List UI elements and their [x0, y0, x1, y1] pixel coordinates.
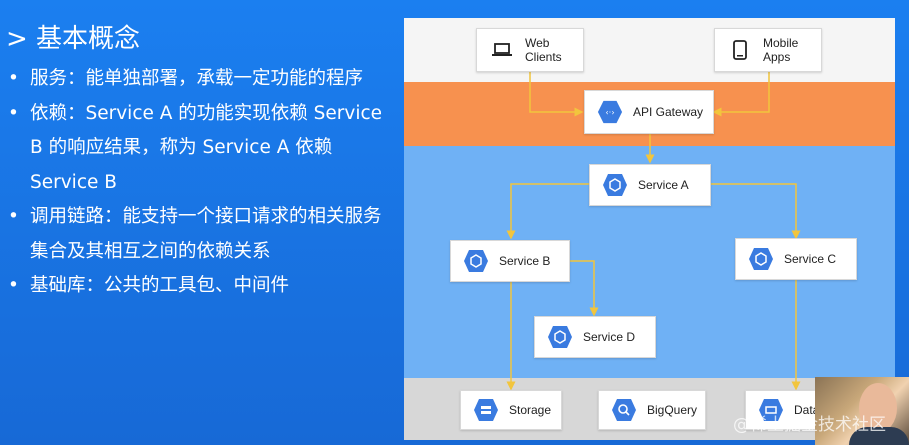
- compute-engine-icon: [547, 324, 573, 350]
- presenter-webcam: [815, 377, 909, 445]
- service-b-node: Service B: [450, 240, 570, 282]
- slide-title: > 基本概念: [6, 24, 141, 54]
- arrow-b-to-d: [564, 260, 599, 317]
- laptop-icon: [489, 37, 515, 63]
- node-label: Data: [794, 403, 820, 417]
- bullet-item: • 调用链路：能支持一个接口请求的相关服务集合及其相互之间的依赖关系: [8, 200, 393, 269]
- bullet-text: 调用链路：能支持一个接口请求的相关服务集合及其相互之间的依赖关系: [30, 206, 382, 262]
- arrow-a-to-c: [711, 183, 801, 240]
- service-d-node: Service D: [534, 316, 656, 358]
- smartphone-icon: [727, 37, 753, 63]
- bullet-item: • 基础库：公共的工具包、中间件: [8, 269, 393, 304]
- bullet-marker: •: [8, 102, 19, 124]
- bullet-list: • 服务：能单独部署，承载一定功能的程序 • 依赖：Service A 的功能实…: [8, 62, 393, 304]
- mobile-apps-node: Mobile Apps: [714, 28, 822, 72]
- presenter-face: [859, 383, 897, 433]
- service-c-node: Service C: [735, 238, 857, 280]
- node-label: Service C: [784, 252, 837, 266]
- node-label: Service B: [499, 254, 551, 268]
- watermark-text: @稀土掘金技术社区: [733, 415, 886, 435]
- node-label: Service A: [638, 178, 689, 192]
- node-label: API Gateway: [633, 105, 704, 119]
- arrow-web-to-gateway: [529, 70, 584, 117]
- bullet-text: 服务：能单独部署，承载一定功能的程序: [30, 68, 364, 89]
- compute-engine-icon: [602, 172, 628, 198]
- bullet-marker: •: [8, 206, 19, 227]
- connector-arrows: [506, 70, 801, 391]
- bigquery-node: BigQuery: [598, 390, 706, 430]
- compute-engine-icon: [748, 246, 774, 272]
- bullet-item: • 依赖：Service A 的功能实现依赖 Service B 的响应结果，称…: [8, 97, 393, 201]
- node-label: Web Clients: [525, 36, 562, 64]
- arrow-a-to-b: [506, 183, 589, 240]
- api-gateway-icon: ‹·›: [597, 99, 623, 125]
- svg-text:‹·›: ‹·›: [605, 107, 614, 117]
- node-label: Mobile Apps: [763, 36, 799, 64]
- node-label: BigQuery: [647, 403, 698, 417]
- node-label: Service D: [583, 330, 636, 344]
- web-clients-node: Web Clients: [476, 28, 584, 72]
- bullet-text: 基础库：公共的工具包、中间件: [30, 275, 290, 296]
- bigquery-icon: [611, 397, 637, 423]
- storage-icon: [758, 397, 784, 423]
- architecture-diagram: Web Clients Mobile Apps ‹·› API Gateway …: [404, 18, 895, 440]
- storage-node: Storage: [460, 390, 562, 430]
- arrow-mobile-to-gateway: [712, 70, 770, 117]
- storage-icon: [473, 397, 499, 423]
- node-label: Storage: [509, 403, 552, 417]
- bullet-item: • 服务：能单独部署，承载一定功能的程序: [8, 62, 393, 97]
- service-a-node: Service A: [589, 164, 711, 206]
- api-gateway-node: ‹·› API Gateway: [584, 90, 714, 134]
- presenter-shirt: [849, 427, 909, 445]
- compute-engine-icon: [463, 248, 489, 274]
- bullet-marker: •: [8, 68, 19, 89]
- bullet-marker: •: [8, 275, 19, 296]
- bullet-text: 依赖：Service A 的功能实现依赖 Service B 的响应结果，称为 …: [30, 102, 383, 193]
